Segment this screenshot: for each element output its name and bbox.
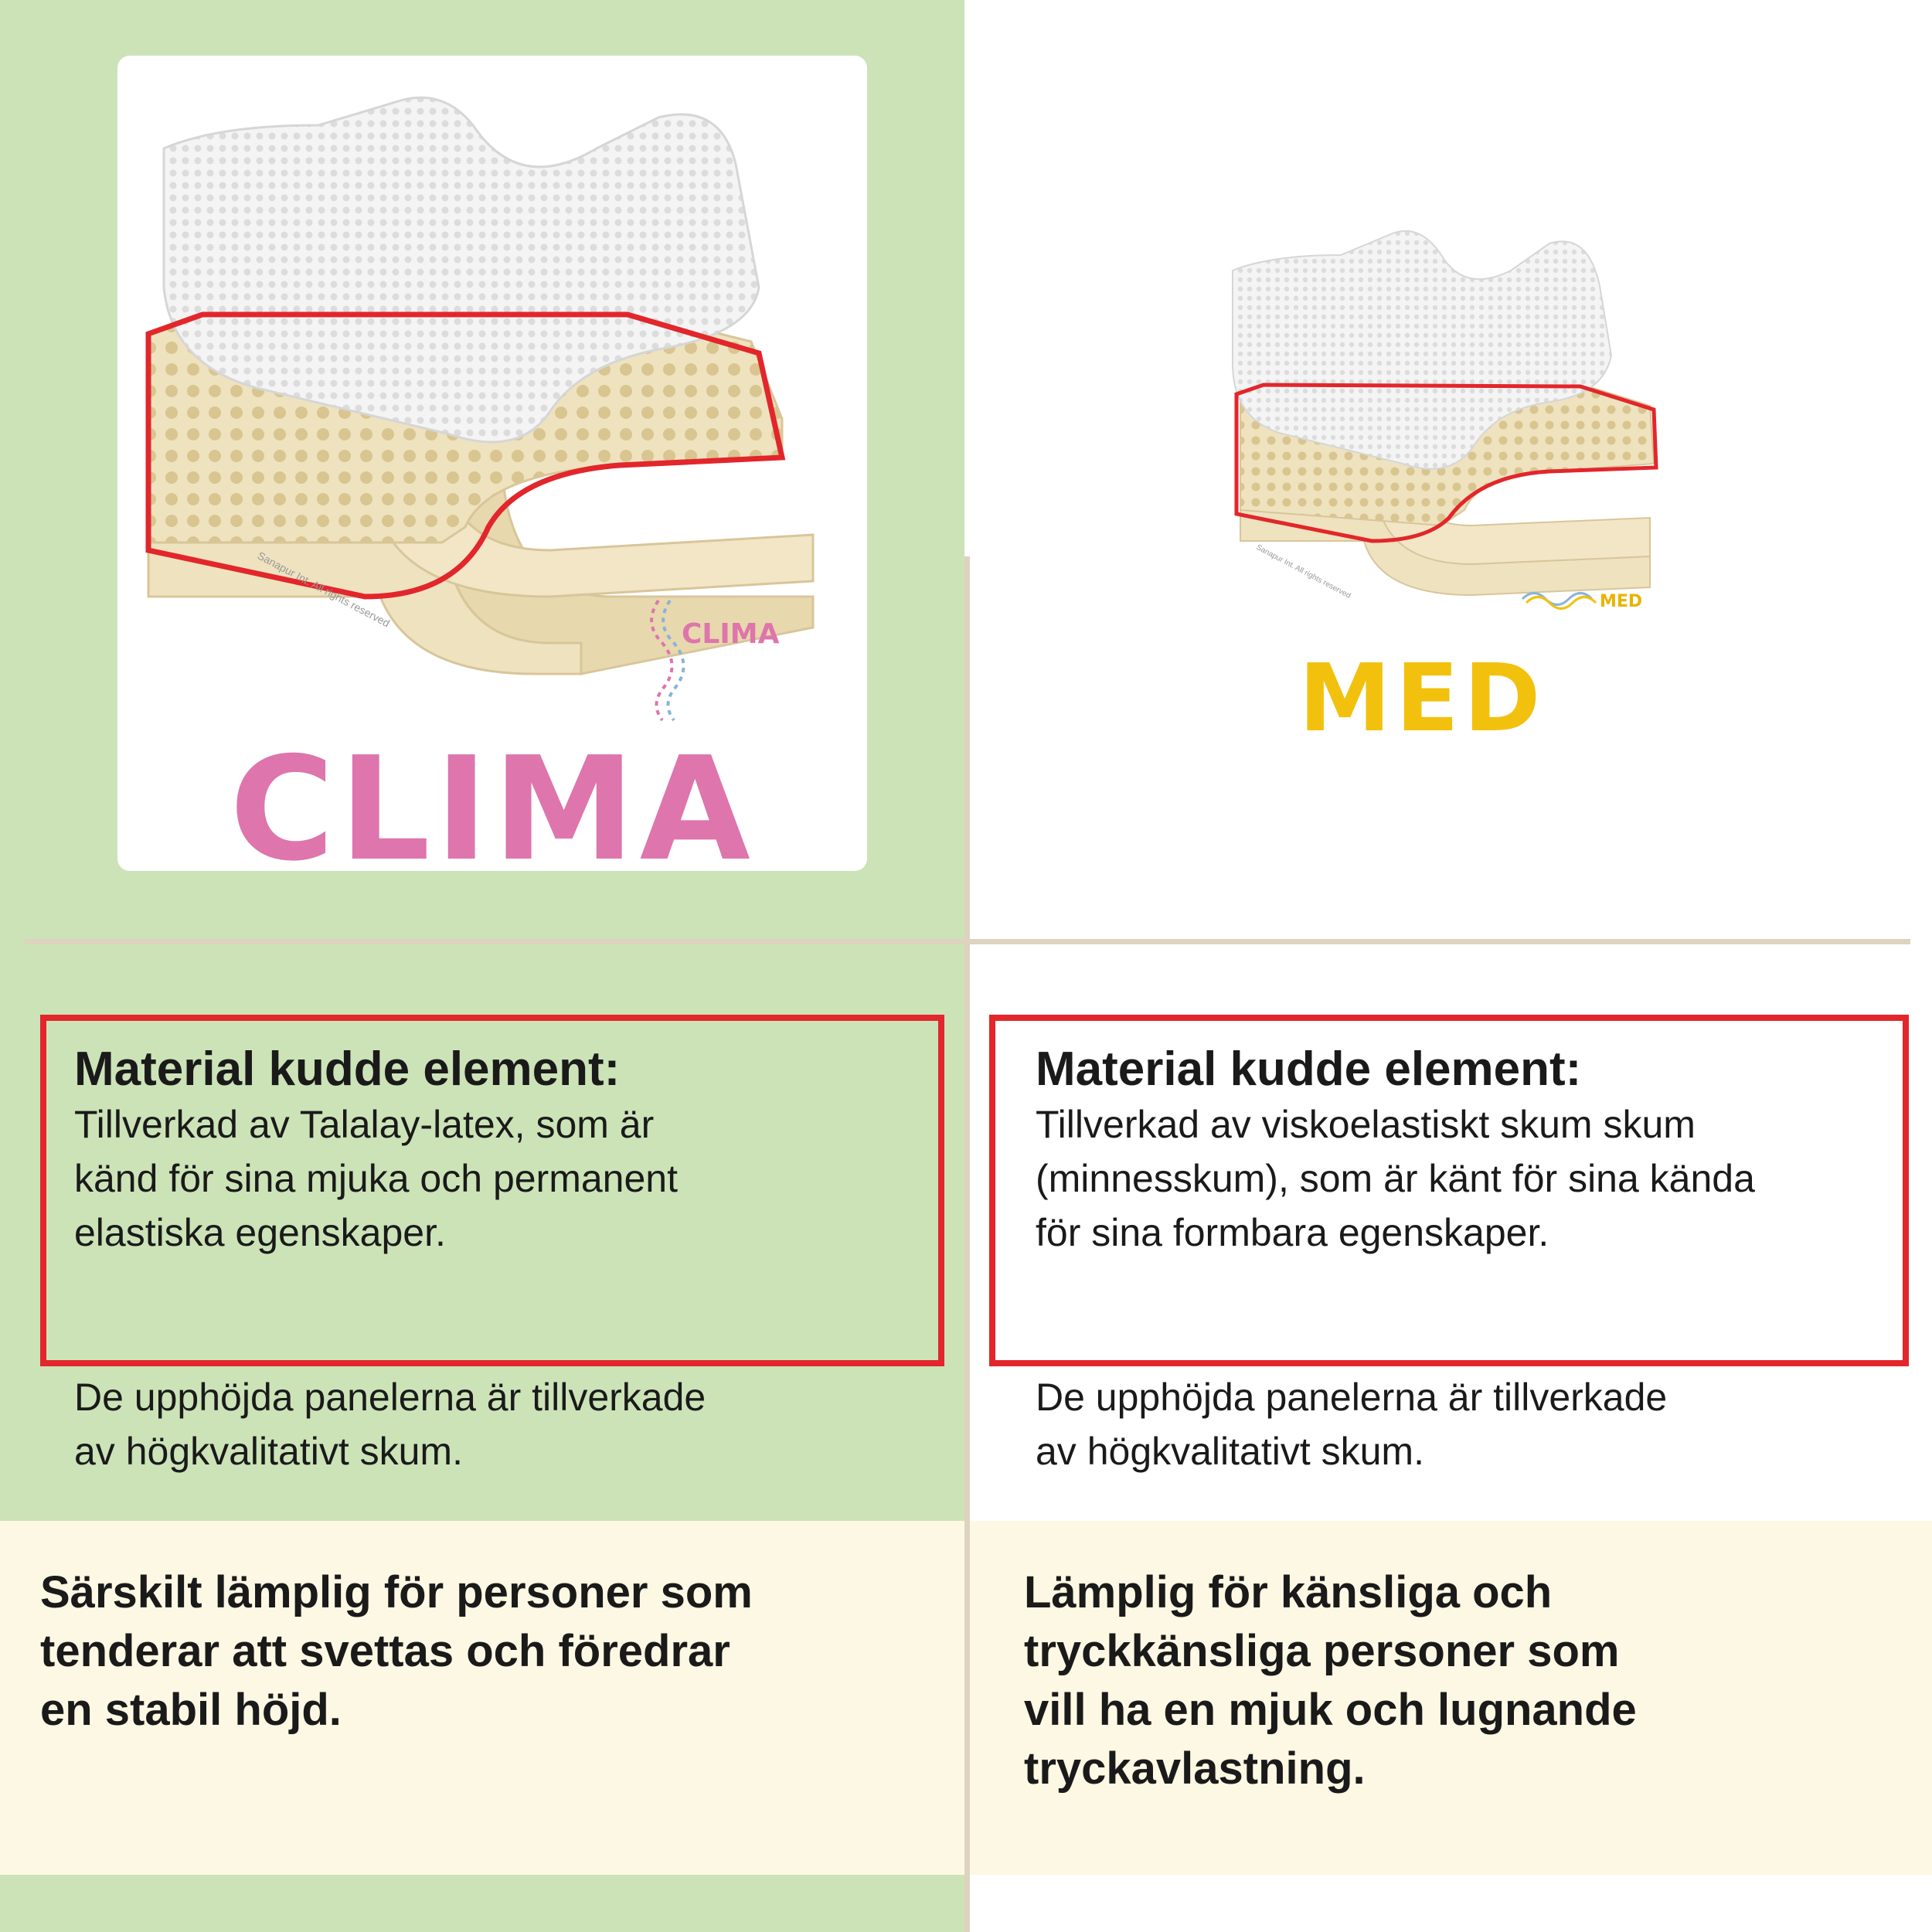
med-panel-line: av högkvalitativt skum. — [1036, 1430, 1424, 1473]
clima-material-line: Tillverkad av Talalay-latex, som är — [74, 1103, 655, 1146]
med-pillow-illustration: MED Sanapur Int. All rights reserved — [1232, 230, 1658, 611]
clima-suitability-line: tenderar att svettas och föredrar — [40, 1626, 730, 1676]
vertical-divider — [964, 556, 970, 1932]
clima-panel-description: De upphöjda panelerna är tillverkade av … — [74, 1370, 924, 1478]
med-material-line: för sina formbara egenskaper. — [1036, 1211, 1549, 1254]
clima-material-line: elastiska egenskaper. — [74, 1211, 446, 1254]
med-suitability-line: tryckkänsliga personer som — [1024, 1626, 1620, 1676]
med-panel-line: De upphöjda panelerna är tillverkade — [1036, 1376, 1668, 1419]
right-suitability-band — [970, 1521, 1932, 1875]
med-panel-description: De upphöjda panelerna är tillverkade av … — [1036, 1370, 1897, 1478]
horizontal-divider — [25, 939, 1910, 944]
med-suitability-text: Lämplig för känsliga och tryckkänsliga p… — [1024, 1563, 1889, 1798]
clima-suitability-line: Särskilt lämplig för personer som — [40, 1567, 753, 1617]
clima-material-description: Tillverkad av Talalay-latex, som är känd… — [74, 1097, 924, 1260]
clima-panel-line: av högkvalitativt skum. — [74, 1430, 463, 1473]
clima-brand-title: CLIMA — [230, 726, 755, 893]
clima-material-highlight-box — [40, 1015, 944, 1366]
clima-material-heading: Material kudde element: — [74, 1043, 621, 1096]
med-suitability-line: vill ha en mjuk och lugnande — [1024, 1685, 1637, 1735]
med-brand-title: MED — [1298, 645, 1546, 753]
clima-suitability-text: Särskilt lämplig för personer som tender… — [40, 1563, 929, 1740]
med-material-description: Tillverkad av viskoelastiskt skum skum (… — [1036, 1097, 1897, 1260]
clima-panel-line: De upphöjda panelerna är tillverkade — [74, 1376, 706, 1419]
clima-suitability-line: en stabil höjd. — [40, 1685, 342, 1735]
med-image-watermark: Sanapur Int. All rights reserved — [1255, 543, 1352, 600]
clima-material-line: känd för sina mjuka och permanent — [74, 1157, 678, 1200]
med-material-heading: Material kudde element: — [1036, 1043, 1582, 1096]
clima-pillow-illustration: CLIMA Sanapur Int. All rights reserved — [145, 96, 815, 722]
med-material-line: Tillverkad av viskoelastiskt skum skum — [1036, 1103, 1696, 1146]
med-suitability-line: tryckavlastning. — [1024, 1743, 1366, 1794]
med-material-highlight-box — [989, 1015, 1909, 1366]
med-suitability-line: Lämplig för känsliga och — [1024, 1567, 1553, 1617]
med-image-logo-label: MED — [1600, 592, 1642, 611]
clima-image-logo-label: CLIMA — [682, 618, 780, 650]
left-suitability-band — [0, 1521, 964, 1875]
med-material-line: (minnesskum), som är känt för sina kända — [1036, 1157, 1755, 1200]
